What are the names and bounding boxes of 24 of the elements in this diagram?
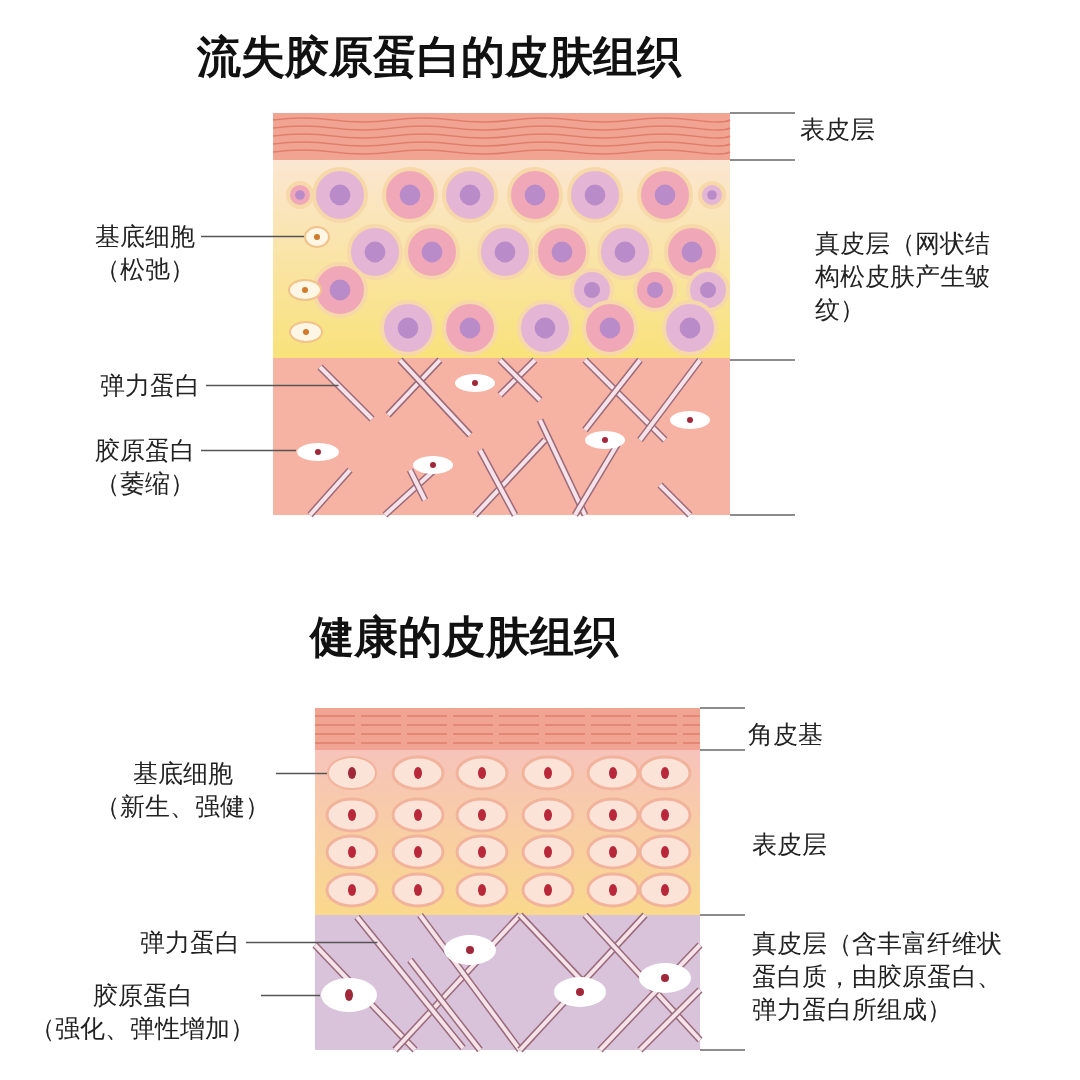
- part-label: 胶原蛋白 （萎缩）: [95, 434, 195, 500]
- layer-label: 真皮层（含丰富纤维状蛋白质，由胶原蛋白、弹力蛋白所组成）: [752, 929, 1003, 1025]
- leader-line: [205, 384, 340, 387]
- part-label: 胶原蛋白 （强化、弹性增加）: [30, 979, 255, 1045]
- part-label: 弹力蛋白: [100, 369, 200, 402]
- leader-line: [275, 772, 328, 775]
- diagram-title: 流失胶原蛋白的皮肤组织: [197, 30, 681, 84]
- leader-line: [245, 941, 379, 944]
- part-label: 基底细胞 （松弛）: [95, 220, 195, 286]
- part-label: 基底细胞 （新生、强健）: [95, 757, 270, 823]
- leader-line: [200, 449, 297, 452]
- part-label: 弹力蛋白: [140, 926, 240, 959]
- cell-drawing: [320, 977, 378, 1013]
- leader-line: [260, 994, 321, 997]
- layer-label: 真皮层（网状结构松皮肤产生皱纹）: [815, 229, 990, 325]
- leader-line: [200, 235, 305, 238]
- layer-label: 表皮层: [800, 115, 875, 145]
- section-heading: 健康的皮肤组织: [310, 610, 618, 664]
- cell-drawing: [296, 442, 340, 462]
- fiber-drawing: [355, 915, 465, 1050]
- cell-drawing: [327, 756, 377, 790]
- layer-label: 角皮基: [748, 720, 823, 750]
- layer-label: 表皮层: [752, 830, 827, 860]
- fiber-drawing: [318, 365, 374, 421]
